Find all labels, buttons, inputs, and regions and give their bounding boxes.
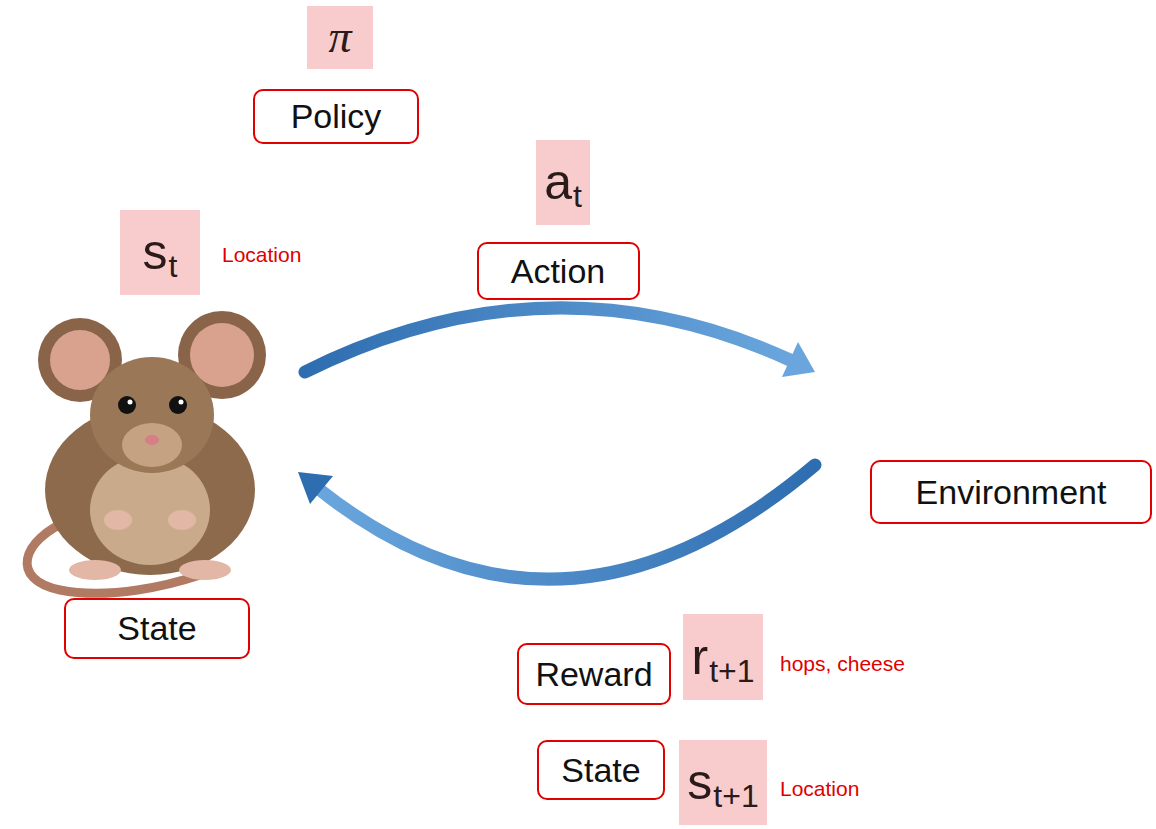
mouse-body: [45, 405, 255, 575]
mouse-eye: [169, 396, 187, 414]
symbol-square: st+1: [679, 740, 767, 825]
mouse-illustration: [27, 311, 266, 593]
symbol-square: st: [120, 210, 200, 295]
node-text: s: [687, 757, 712, 807]
state-box: State: [64, 598, 250, 659]
subscript-text: t: [169, 250, 178, 282]
action-box: Action: [477, 242, 640, 300]
symbol-square: π: [307, 6, 373, 69]
arrow-head: [298, 472, 333, 504]
subscript-text: t: [573, 180, 582, 212]
environment-box: Environment: [870, 460, 1152, 524]
mouse-snout: [122, 423, 182, 467]
node-text: Reward: [535, 655, 652, 694]
node-text: Policy: [291, 97, 382, 136]
eye-glint: [179, 400, 184, 405]
eye-glint: [128, 400, 133, 405]
node-text: State: [117, 609, 196, 648]
loop-arrows: [298, 308, 815, 579]
symbol-square: rt+1: [683, 614, 763, 700]
mouse-head: [90, 357, 214, 473]
mouse-nose: [145, 435, 159, 445]
feedback-arc: [320, 465, 815, 579]
mouse-ear-inner: [190, 323, 254, 387]
action-arc: [305, 308, 790, 372]
node-text: s: [143, 227, 168, 277]
policy-box: Policy: [253, 89, 419, 144]
annotation-label: Location: [222, 243, 301, 267]
subscript-text: t+1: [713, 780, 758, 812]
mouse-eye: [118, 396, 136, 414]
state-box: State: [537, 740, 665, 800]
symbol-square: at: [536, 140, 590, 225]
node-text: r: [691, 632, 708, 682]
mouse-paw: [168, 510, 196, 530]
node-text: Action: [511, 252, 606, 291]
node-text: π: [328, 14, 351, 60]
mouse-paw: [104, 510, 132, 530]
node-text: Environment: [916, 473, 1107, 512]
node-text: a: [544, 157, 572, 207]
node-text: State: [561, 751, 640, 790]
annotation-label: Location: [780, 777, 859, 801]
arrow-head: [782, 342, 815, 377]
mouse-foot: [69, 560, 121, 580]
annotation-label: hops, cheese: [780, 652, 905, 676]
mouse-foot: [179, 560, 231, 580]
reward-box: Reward: [517, 643, 671, 705]
subscript-text: t+1: [709, 655, 754, 687]
mouse-ear-inner: [50, 330, 110, 390]
